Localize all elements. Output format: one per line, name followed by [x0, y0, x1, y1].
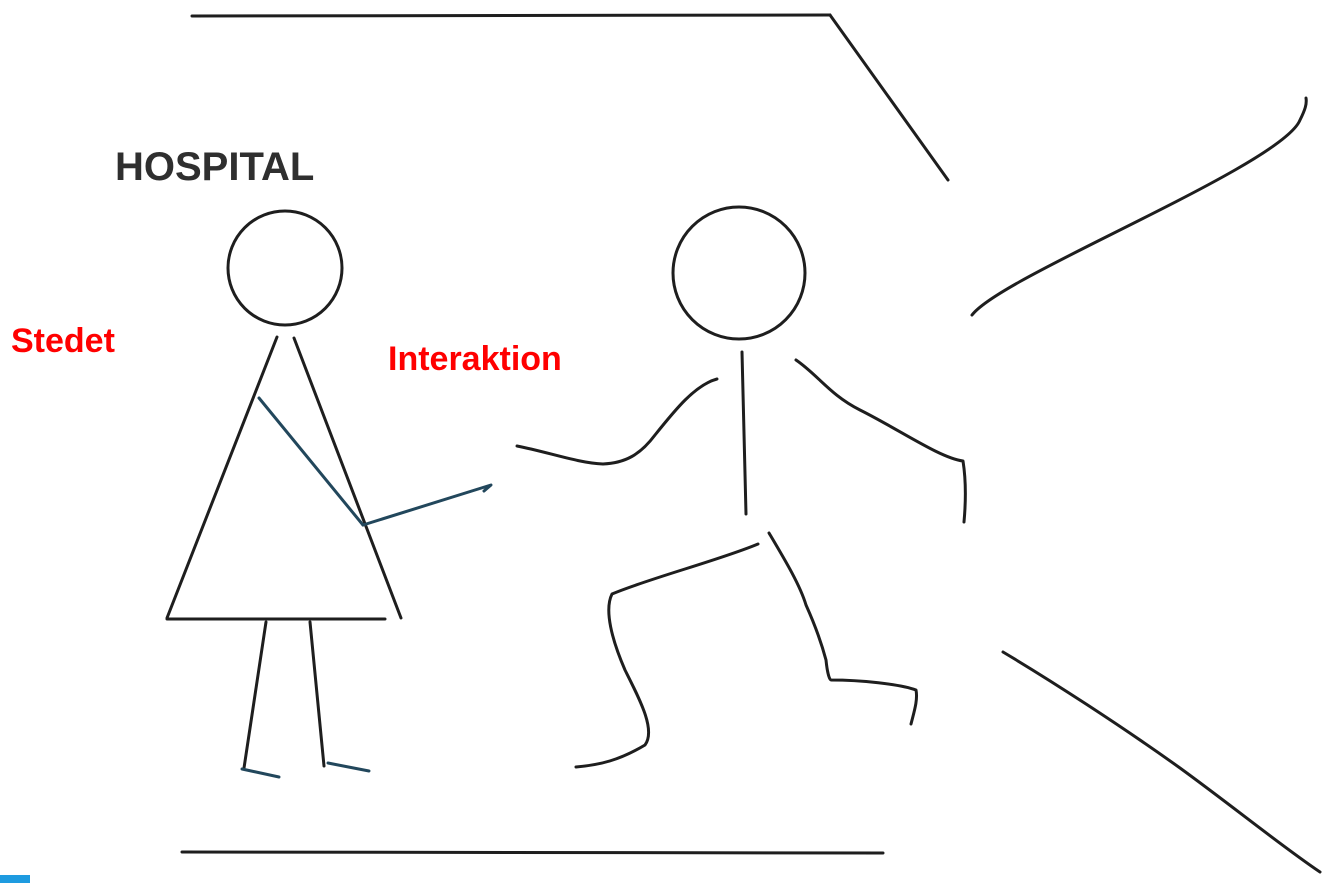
staff-foot-left: [240, 767, 281, 779]
ceiling-slope-line: [828, 13, 950, 182]
right-lower-curve: [1001, 650, 1322, 874]
visitor-leg-front: [767, 531, 918, 726]
visitor-leg-back: [574, 542, 760, 769]
visitor-arm-left: [515, 377, 719, 466]
floor-line: [180, 850, 885, 855]
staff-arm-upper: [257, 396, 365, 527]
staff-dress-right: [292, 336, 403, 620]
visitor-head: [671, 205, 807, 341]
right-upper-curve: [970, 96, 1308, 317]
staff-head: [226, 209, 344, 327]
staff-arm-pointing: [361, 483, 493, 527]
staff-leg-left: [242, 620, 268, 770]
staff-foot-right: [326, 761, 371, 773]
visitor-arm-right: [794, 358, 967, 524]
room-outline: [180, 13, 1322, 874]
hospital-label: HOSPITAL: [115, 145, 314, 189]
staff-figure: [165, 209, 493, 779]
interaction-label: Interaktion: [388, 340, 562, 378]
place-label: Stedet: [11, 322, 115, 360]
visitor-torso: [740, 350, 748, 516]
staff-dress-left: [165, 335, 279, 620]
visitor-figure: [515, 205, 967, 769]
ceiling-line: [190, 13, 832, 18]
staff-leg-right: [308, 620, 326, 768]
corner-accent-mark: [0, 875, 30, 883]
